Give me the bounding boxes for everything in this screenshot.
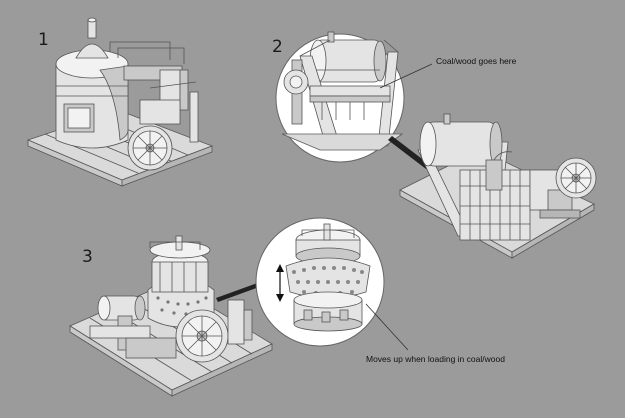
callout-connector-1	[388, 136, 434, 172]
svg-text:Coal/wood goes here: Coal/wood goes here	[436, 56, 517, 66]
step-3-label: 3	[82, 247, 93, 267]
svg-text:1: 1	[38, 30, 49, 50]
svg-text:Moves up when loading in coal/: Moves up when loading in coal/wood	[366, 354, 505, 364]
detail-callout-circle-1: Coal/wood goes here	[275, 31, 517, 163]
steam-engine-model-1	[26, 17, 214, 187]
step-2-label: 2	[272, 37, 283, 57]
callout-connector-2	[216, 282, 262, 302]
steam-engine-model-2	[399, 113, 597, 259]
svg-text:2: 2	[272, 37, 283, 57]
step-1-label: 1	[38, 30, 49, 50]
svg-text:3: 3	[82, 247, 93, 267]
steam-engine-model-3	[69, 235, 273, 397]
up-down-arrow-icon	[276, 264, 284, 302]
detail-callout-circle-2: Moves up when loading in coal/wood	[255, 217, 505, 364]
